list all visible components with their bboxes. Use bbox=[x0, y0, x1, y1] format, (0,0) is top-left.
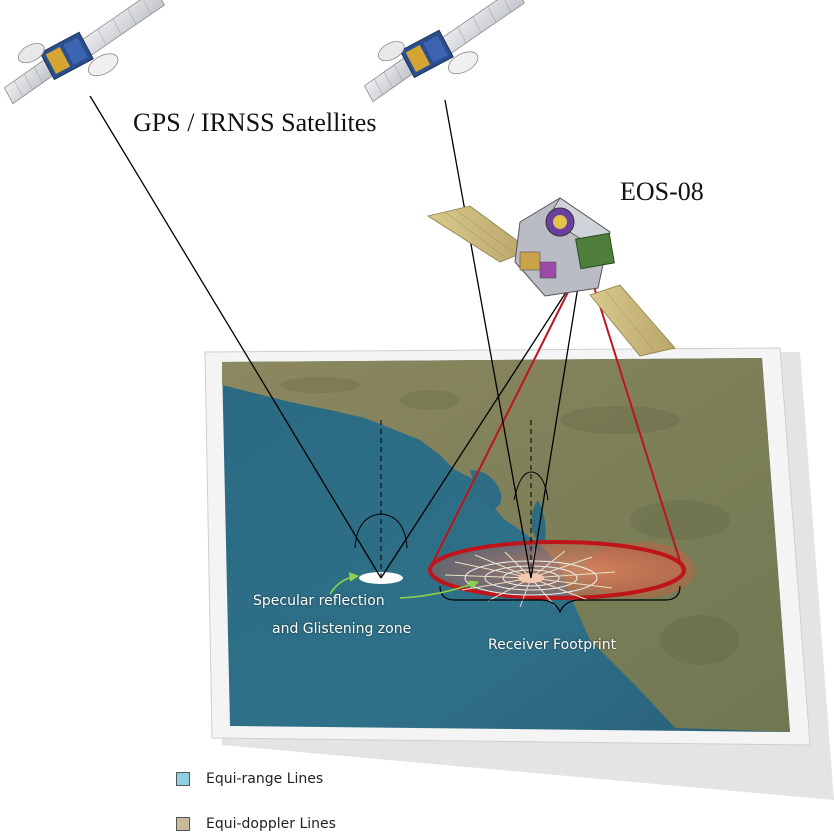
specular-label-line1: Specular reflection bbox=[253, 593, 385, 609]
footprint-reflected-line bbox=[530, 261, 586, 579]
specular-reflected-line bbox=[380, 265, 584, 579]
legend-item-equi-doppler: Equi-doppler Lines bbox=[176, 816, 336, 832]
map-land bbox=[222, 358, 790, 732]
gulf-inlet bbox=[470, 470, 502, 510]
pointer-arrows bbox=[329, 572, 479, 599]
eos08-label: EOS-08 bbox=[620, 177, 704, 206]
satellites-label: GPS / IRNSS Satellites bbox=[133, 108, 377, 137]
eos08-satellite-icon bbox=[426, 197, 676, 357]
glistening-pointer bbox=[399, 580, 479, 599]
specular-angle-arc bbox=[354, 513, 408, 549]
receiver-footprint bbox=[428, 540, 686, 614]
specular-pointer bbox=[329, 572, 359, 595]
equi-doppler-swatch bbox=[176, 817, 190, 831]
specular-label-line2: and Glistening zone bbox=[272, 621, 412, 637]
land-texture bbox=[280, 377, 740, 665]
footprint-angle-arc bbox=[513, 471, 549, 501]
satellite-icon bbox=[363, 0, 525, 103]
receiver-footprint-label: Receiver Footprint bbox=[488, 637, 617, 653]
footprint-brace bbox=[439, 585, 681, 614]
satellite-icon bbox=[3, 0, 165, 105]
equi-range-swatch bbox=[176, 772, 190, 786]
gps2-incident-line bbox=[444, 99, 532, 579]
signal-lines bbox=[89, 95, 586, 579]
legend-label-equi-range: Equi-range Lines bbox=[206, 771, 324, 787]
footprint-ellipse bbox=[428, 540, 686, 600]
gps1-incident-line bbox=[89, 95, 382, 579]
legend-item-equi-range: Equi-range Lines bbox=[176, 771, 323, 787]
receiver-cone bbox=[430, 257, 685, 575]
legend-label-equi-doppler: Equi-doppler Lines bbox=[206, 816, 336, 832]
